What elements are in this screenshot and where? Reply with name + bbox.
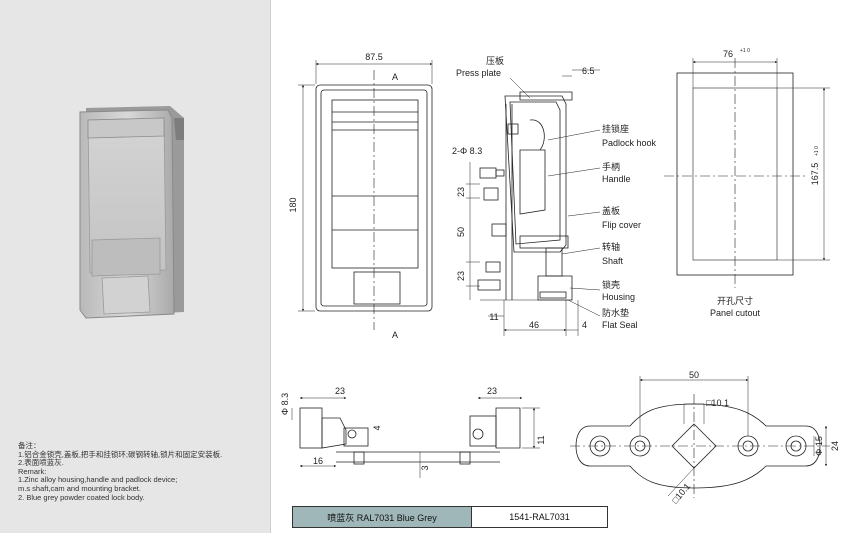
cutout-title-cn: 开孔尺寸 [717, 295, 753, 306]
label-shaft-cn: 转轴 [602, 241, 620, 252]
panel-cutout [664, 58, 830, 288]
cam-dim-50: 50 [689, 370, 699, 380]
bracket-dim-3: 3 [420, 465, 430, 470]
cam-dim-sq-diag: □10.1 [670, 481, 692, 505]
bracket-dim-11: 11 [536, 435, 546, 444]
front-height-dim: 180 [288, 197, 298, 212]
label-housing-cn: 锁壳 [602, 279, 620, 290]
section-mark-top: A [392, 72, 398, 82]
leader-lines [509, 77, 601, 317]
bracket-dim-dia: Φ 8.3 [280, 393, 290, 415]
notes-remark-label: Remark: [18, 466, 47, 476]
cutout-width-tol: +1 0 [740, 48, 750, 54]
side-dim-23b: 23 [456, 271, 466, 281]
section-mark-bottom: A [392, 330, 398, 340]
label-padlock-hook-cn: 挂锁座 [602, 123, 629, 134]
cam-dim-sq-top: □10.1 [706, 398, 729, 408]
label-flip-cover-cn: 盖板 [602, 205, 620, 216]
side-dim-11: 11 [489, 312, 498, 322]
notes-en-3: 2. Blue grey powder coated lock body. [18, 492, 145, 502]
side-dim-50: 50 [456, 227, 466, 237]
bracket-left [291, 396, 500, 468]
color-name: 喷蓝灰 RAL7031 Blue Grey [327, 512, 437, 523]
label-flat-seal-cn: 防水垫 [602, 307, 629, 318]
bracket-dim-23-right: 23 [487, 386, 497, 396]
color-code-cell: 1541-RAL7031 [472, 507, 607, 527]
cutout-title-en: Panel cutout [710, 308, 761, 318]
label-padlock-hook-en: Padlock hook [602, 138, 657, 148]
label-handle-en: Handle [602, 174, 631, 184]
side-dim-4: 4 [582, 320, 587, 330]
front-view [298, 60, 433, 330]
side-dim-46: 46 [529, 320, 539, 330]
bracket-dim-16: 16 [313, 456, 323, 466]
cam-dim-24: 24 [830, 441, 840, 451]
label-press-plate-cn: 压板 [486, 55, 504, 66]
cam-dim-phi15: Φ 15 [814, 436, 824, 456]
notes-cn-1: 1.铝合金锁壳,盖板,把手和挂锁环;碳钢转轴,锁片和固定安装板. [18, 449, 223, 459]
panel-divider [270, 0, 271, 533]
notes-en-1: 1.Zinc alloy housing,handle and padlock … [18, 475, 178, 485]
label-flat-seal-en: Flat Seal [602, 320, 638, 330]
cutout-width-dim: 76 [723, 49, 733, 59]
side-dim-top: 6.5 [582, 66, 595, 76]
label-housing-en: Housing [602, 292, 635, 302]
product-photo [79, 106, 184, 319]
label-handle-cn: 手柄 [602, 161, 620, 172]
notes: 备注： 1.铝合金锁壳,盖板,把手和挂锁环;碳钢转轴,锁片和固定安装板. 2.表… [18, 441, 268, 502]
front-width-dim: 87.5 [365, 52, 383, 62]
bracket-dim-4: 4 [372, 425, 382, 430]
cutout-height-dim: 167.5 [810, 163, 820, 186]
bracket-dim-23-left: 23 [335, 386, 345, 396]
side-dim-holes: 2-Φ 8.3 [452, 146, 482, 156]
label-flip-cover-en: Flip cover [602, 220, 641, 230]
product-photo-panel: 备注： 1.铝合金锁壳,盖板,把手和挂锁环;碳钢转轴,锁片和固定安装板. 2.表… [0, 0, 270, 533]
side-view [466, 69, 600, 336]
notes-en-2: m.s shaft,cam and mounting bracket. [18, 483, 141, 493]
label-press-plate-en: Press plate [456, 68, 501, 78]
bracket-right [419, 396, 540, 478]
color-code: 1541-RAL7031 [509, 512, 570, 522]
cam-plate [570, 376, 830, 498]
notes-heading: 备注： [18, 441, 41, 450]
color-swatch-cell: 喷蓝灰 RAL7031 Blue Grey [293, 507, 472, 527]
notes-cn-2: 2.表面喷蓝灰. [18, 458, 64, 468]
label-shaft-en: Shaft [602, 256, 624, 266]
cutout-height-tol: +1 0 [814, 146, 820, 156]
color-spec-table: 喷蓝灰 RAL7031 Blue Grey 1541-RAL7031 [292, 506, 608, 528]
side-dim-23a: 23 [456, 187, 466, 197]
